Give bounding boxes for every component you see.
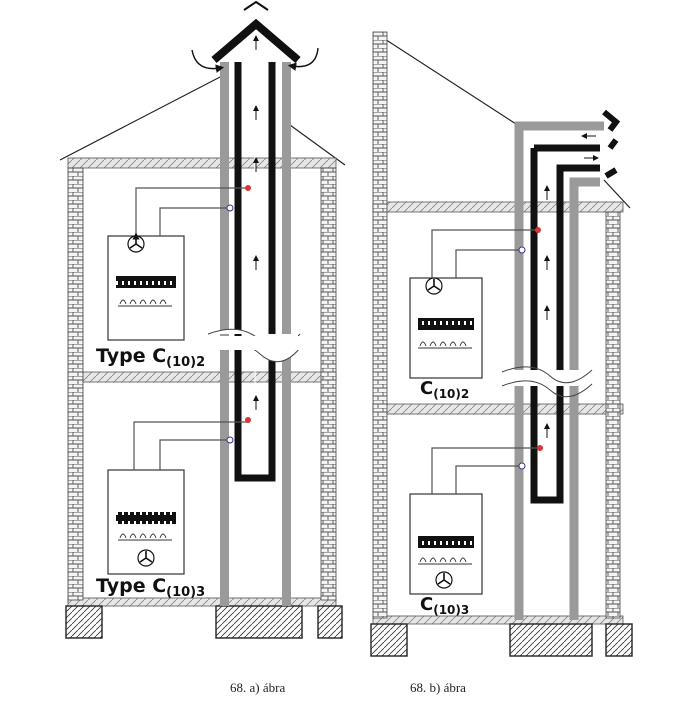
- figure-b-foundation-center: [509, 623, 593, 657]
- figure-a-lower-type-label: Type C(10)3: [96, 575, 205, 600]
- figure-b-upper-type-label: C(10)2: [420, 378, 469, 401]
- figure-a-attic-slab: [67, 157, 337, 169]
- figure-a-floor-slab: [67, 371, 337, 383]
- figure-b-roof-right: [603, 179, 631, 209]
- figure-a-foundation-left: [65, 605, 103, 639]
- figure-b-left-wall: [372, 31, 388, 619]
- figure-b-ground-slab: [372, 615, 624, 625]
- figure-b-right-wall: [605, 211, 621, 619]
- figure-a-ground-slab: [67, 597, 337, 607]
- figure-a-house: Type C(10)2 Type C(10)3: [59, 0, 346, 639]
- figure-a-foundation-center: [215, 605, 303, 639]
- figure-a-roof: [59, 75, 223, 161]
- figure-a-caption: 68. a) ábra: [230, 680, 286, 695]
- figure-b-break: [501, 366, 593, 398]
- figure-b-lower-type-label: C(10)3: [420, 594, 469, 617]
- figure-b-flue: [530, 148, 600, 504]
- figure-b-house: C(10)2 C(10)3: [370, 31, 633, 657]
- figure-a-chimney-cap: [211, 18, 301, 64]
- figure-b-chimney-outer: [514, 121, 604, 620]
- figure-b-roof: [373, 31, 517, 125]
- figure-b-foundation-right: [605, 623, 633, 657]
- figure-b-caption: 68. b) ábra: [410, 680, 466, 695]
- figure-a-foundation-right: [317, 605, 343, 639]
- figure-a-left-wall: [67, 167, 84, 601]
- figure-b-attic-slab: [372, 201, 624, 213]
- figure-b-foundation-left: [370, 623, 408, 657]
- figure-a-flue: [234, 62, 276, 482]
- figure-b-terminal: [602, 109, 621, 179]
- figure-a-right-wall: [320, 167, 337, 601]
- figure-a-upper-type-label: Type C(10)2: [96, 345, 205, 370]
- figure-b-floor-slab: [372, 403, 624, 415]
